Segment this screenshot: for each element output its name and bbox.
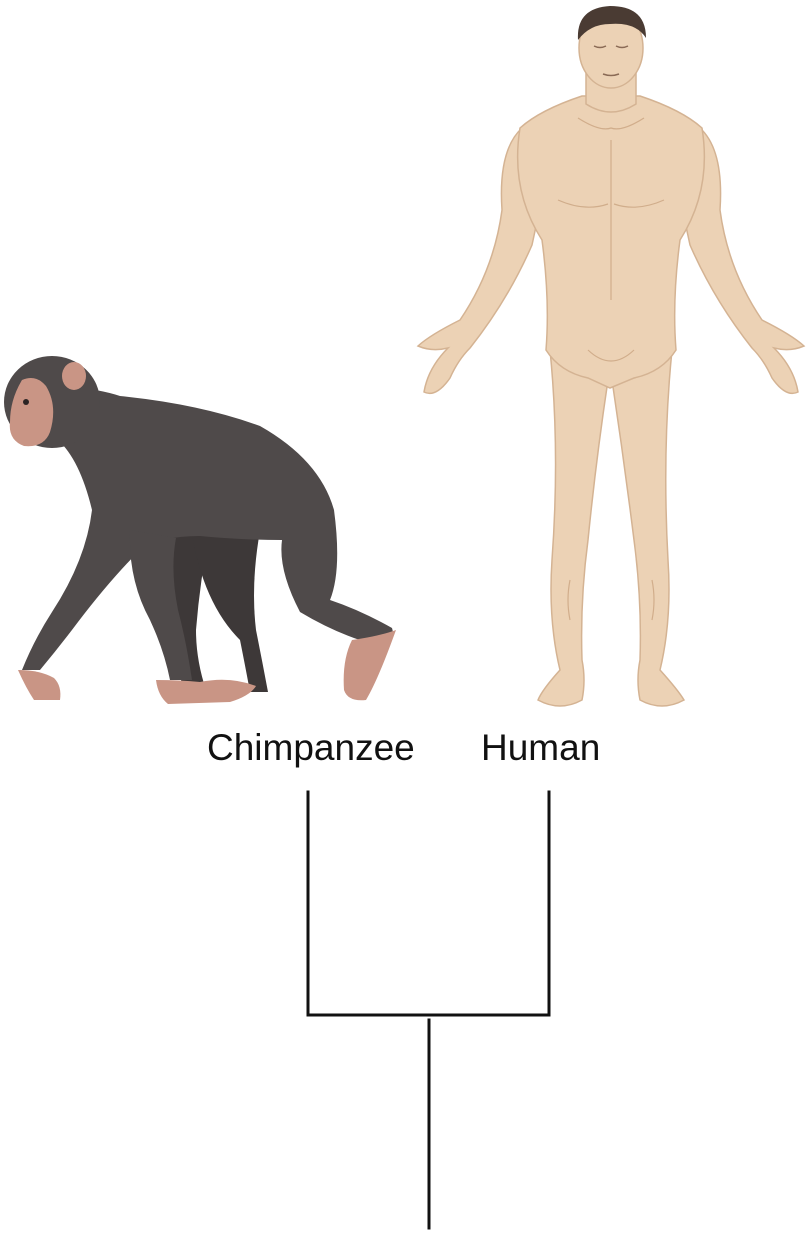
cladogram-tree bbox=[0, 0, 808, 1233]
phylogeny-diagram: Chimpanzee Human bbox=[0, 0, 808, 1233]
